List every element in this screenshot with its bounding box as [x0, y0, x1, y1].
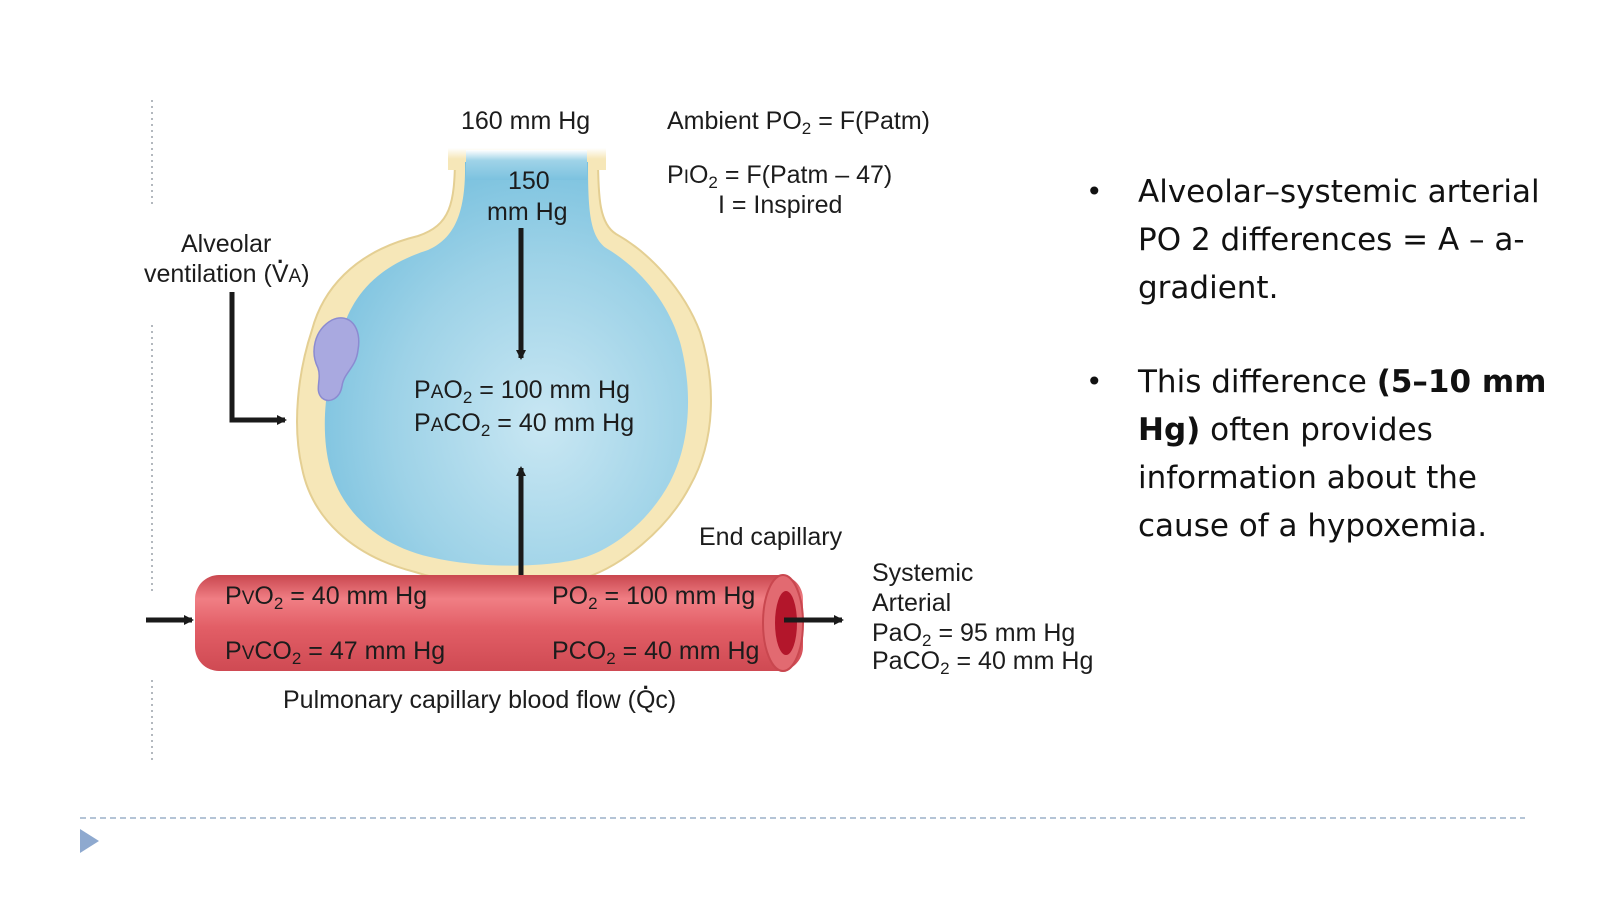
ambient-po2-label: Ambient PO2 = F(Patm) — [667, 107, 931, 138]
venous-pco2-label: PVCO2 = 47 mm Hg — [225, 637, 446, 668]
inspired-pressure-label: 160 mm Hg — [461, 107, 591, 135]
pio2-label: PIO2 = F(Patm – 47) — [667, 161, 893, 192]
pulmonary-capillary — [195, 574, 804, 672]
venous-po2-label: PVO2 = 40 mm Hg — [225, 582, 428, 613]
end-capillary-pco2-label: PCO2 = 40 mm Hg — [552, 637, 760, 668]
alveolus-interior — [324, 162, 689, 566]
arterial-pco2-label: PaCO2 = 40 mm Hg — [872, 647, 1094, 678]
ventilation-label-line2: ventilation (VA) — [144, 243, 310, 289]
play-triangle-icon[interactable] — [80, 829, 99, 853]
alveolar-po2-label: PAO2 = 100 mm Hg — [414, 376, 630, 407]
end-capillary-label: End capillary — [699, 523, 843, 551]
capillary-flow-label: Pulmonary capillary blood flow (Qc) — [283, 669, 676, 715]
bullet-gradient-definition: Alveolar–systemic arterial PO 2 differen… — [1086, 168, 1568, 312]
bullet-gradient-significance: This difference (5–10 mm Hg) often provi… — [1086, 358, 1568, 550]
airway-pressure-value: 150 — [508, 167, 550, 195]
alveolar-pco2-label: PACO2 = 40 mm Hg — [414, 409, 635, 440]
arterial-label: Arterial — [872, 589, 952, 617]
ventilation-arrow — [229, 292, 287, 425]
airway-lumen — [466, 150, 587, 180]
end-capillary-po2-label: PO2 = 100 mm Hg — [552, 582, 756, 613]
ventilation-label-line1: Alveolar — [181, 230, 272, 258]
airway-pressure-unit: mm Hg — [487, 198, 568, 226]
inspired-note: I = Inspired — [718, 191, 843, 219]
bullet-list: Alveolar–systemic arterial PO 2 differen… — [1086, 168, 1568, 596]
arterial-po2-label: PaO2 = 95 mm Hg — [872, 619, 1076, 650]
systemic-label: Systemic — [872, 559, 974, 587]
alveolar-cell-icon — [313, 317, 360, 402]
